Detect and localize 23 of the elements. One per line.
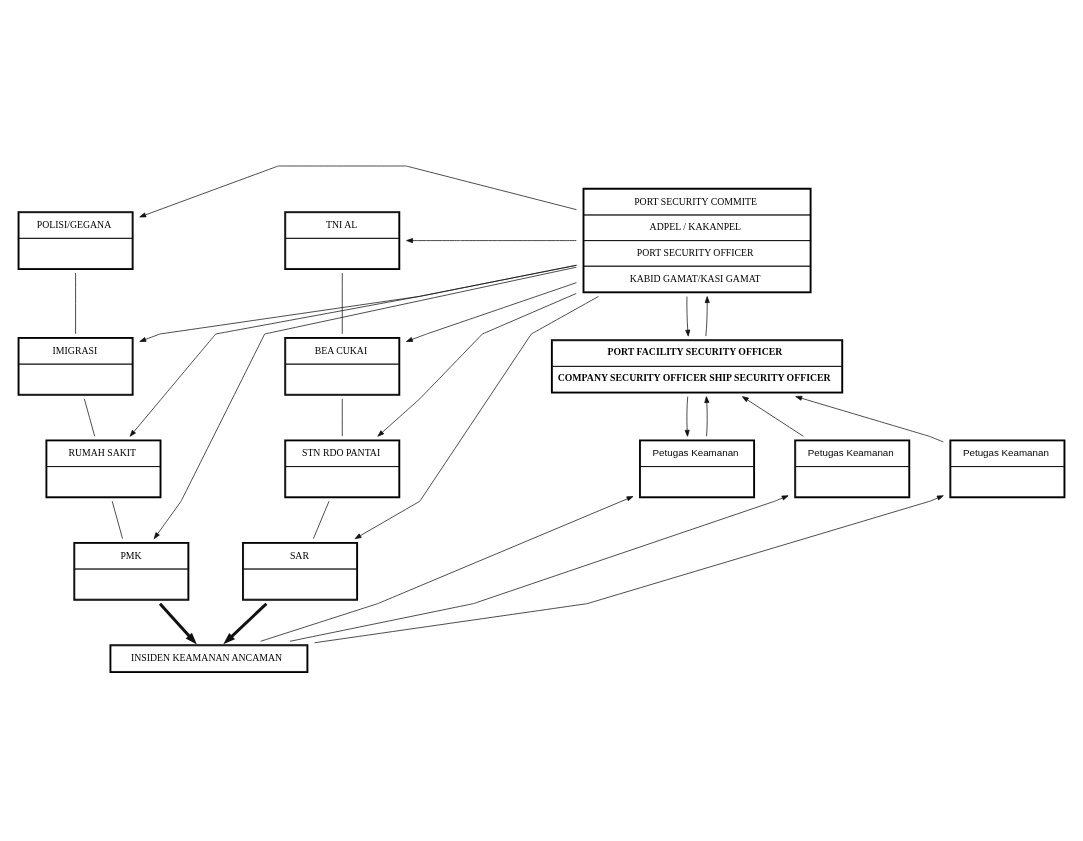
arrow xyxy=(684,395,690,437)
connector xyxy=(111,500,123,539)
arrow xyxy=(704,395,710,437)
connector xyxy=(83,397,96,437)
arrow xyxy=(289,494,789,642)
arrow xyxy=(354,295,599,539)
connector xyxy=(75,272,76,334)
arrow xyxy=(129,264,577,437)
arrow xyxy=(314,494,944,643)
connector xyxy=(313,500,330,539)
arrow xyxy=(139,165,577,217)
arrow xyxy=(406,281,577,342)
arrow xyxy=(377,292,577,437)
arrow xyxy=(223,602,268,644)
arrow xyxy=(704,295,710,336)
arrow xyxy=(158,602,197,645)
connector xyxy=(341,272,343,334)
arrow xyxy=(795,395,944,442)
arrow xyxy=(685,295,691,336)
arrow xyxy=(742,395,804,437)
arrow xyxy=(406,237,577,243)
arrow xyxy=(153,266,577,539)
arrow xyxy=(260,495,634,642)
